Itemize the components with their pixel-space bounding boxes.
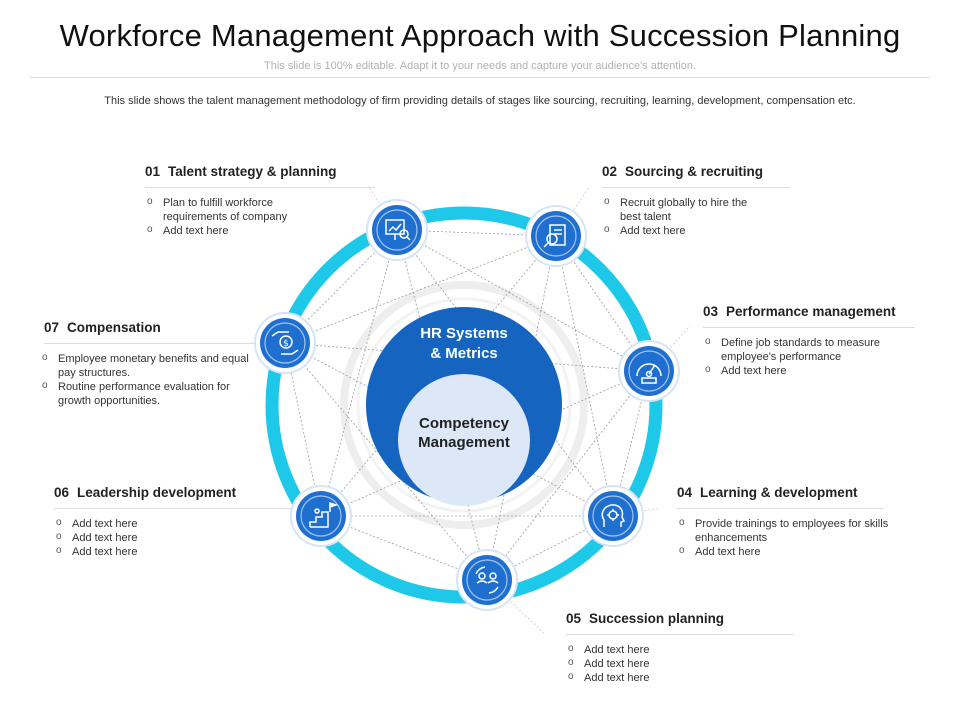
stage-06-bullet: Add text here [54, 544, 292, 559]
faint-ring-outer [340, 281, 588, 529]
stage-04-heading: 04 Learning & development [677, 485, 883, 509]
head-gear-icon [601, 504, 626, 527]
stage-01-bullet: Add text here [145, 223, 375, 238]
competency-label-2: Management [418, 434, 510, 451]
stage-04-title: Learning & development [700, 485, 858, 500]
stage-07-bullet: Employee monetary benefits and equal pay… [40, 351, 253, 380]
growth-stairs-icon [309, 501, 339, 528]
stage-05-bullet: Add text here [566, 670, 794, 685]
speedometer-icon [636, 363, 662, 384]
connection-line [284, 342, 650, 372]
stage-07-title: Compensation [67, 320, 161, 335]
stage-04-bullet: Add text here [677, 544, 883, 559]
stage-04-bullets: Provide trainings to employees for skill… [677, 516, 888, 559]
connection-line [320, 229, 398, 517]
svg-text:$: $ [283, 339, 289, 349]
stage-node-06 [290, 485, 352, 547]
stage-node-05 [456, 549, 518, 611]
stage-03-number: 03 [703, 304, 719, 319]
slide-subtitle: This slide is 100% editable. Adapt it to… [264, 60, 696, 72]
competency-circle [398, 374, 530, 506]
stage-07-number: 07 [44, 320, 60, 335]
slide-title: Workforce Management Approach with Succe… [59, 18, 901, 53]
stage-02-bullets: Recruit globally to hire the best talent… [602, 195, 790, 238]
stage-02-number: 02 [602, 164, 618, 179]
stage-05-bullet: Add text here [566, 656, 794, 671]
stage-02-block: 02 Sourcing & recruiting Recruit globally… [602, 164, 790, 238]
stage-07-bullets: Employee monetary benefits and equal pay… [42, 351, 256, 408]
stage-01-title: Talent strategy & planning [168, 164, 337, 179]
stage-06-heading: 06 Leadership development [54, 485, 292, 509]
stage-06-bullet: Add text here [54, 530, 292, 545]
slide-description: This slide shows the talent management m… [104, 95, 856, 107]
stage-01-heading: 01 Talent strategy & planning [145, 164, 375, 188]
stage-01-bullets: Plan to fulfill workforce requirements o… [145, 195, 375, 238]
connection-line [486, 370, 650, 581]
stage-03-heading: 03 Performance management [703, 304, 915, 328]
stage-06-block: 06 Leadership development Add text here A… [54, 485, 292, 559]
stage-03-block: 03 Performance management Define job stan… [703, 304, 915, 378]
stage-07-bullet: Routine performance evaluation for growt… [40, 379, 263, 408]
stage-03-bullet: Add text here [703, 363, 915, 378]
faint-ring-inner [356, 297, 572, 513]
stage-03-bullets: Define job standards to measure employee… [703, 335, 916, 378]
stage-01-bullet: Plan to fulfill workforce requirements o… [145, 195, 303, 224]
connection-line [486, 235, 557, 581]
stage-07-block: 07 Compensation Employee monetary benefit… [42, 320, 256, 408]
stage-node-07: $ [254, 312, 316, 374]
stage-06-bullet: Add text here [54, 516, 292, 531]
stage-05-bullets: Add text here Add text here Add text her… [566, 642, 794, 685]
stage-05-heading: 05 Succession planning [566, 611, 794, 635]
stage-04-block: 04 Learning & development Provide trainin… [677, 485, 888, 559]
people-exchange-icon [475, 566, 499, 594]
stage-06-title: Leadership development [77, 485, 237, 500]
stage-node-04 [582, 485, 644, 547]
title-divider [30, 77, 930, 78]
stage-05-title: Succession planning [589, 611, 725, 626]
stage-03-title: Performance management [726, 304, 896, 319]
competency-label-1: Competency [419, 415, 510, 432]
stage-02-title: Sourcing & recruiting [625, 164, 764, 179]
stage-02-bullet: Add text here [602, 223, 790, 238]
stage-06-bullets: Add text here Add text here Add text her… [54, 516, 292, 559]
stage-04-number: 04 [677, 485, 693, 500]
stage-01-block: 01 Talent strategy & planning Plan to ful… [145, 164, 375, 238]
hr-systems-label-2: & Metrics [430, 345, 498, 362]
connection-line [396, 229, 650, 372]
stage-05-number: 05 [566, 611, 582, 626]
connection-line [320, 235, 557, 517]
stage-node-03 [618, 340, 680, 402]
stage-05-block: 05 Succession planning Add text here Add … [566, 611, 794, 685]
presentation-chart-icon [385, 219, 411, 241]
stage-02-heading: 02 Sourcing & recruiting [602, 164, 790, 188]
hr-systems-label-1: HR Systems [420, 325, 508, 342]
stage-02-bullet: Recruit globally to hire the best talent [602, 195, 770, 224]
stage-06-number: 06 [54, 485, 70, 500]
stage-05-bullet: Add text here [566, 642, 794, 657]
stage-node-02 [525, 205, 587, 267]
stage-03-bullet: Define job standards to measure employee… [703, 335, 916, 364]
stage-node-01 [366, 199, 428, 261]
connection-line [284, 235, 557, 344]
resume-search-icon [543, 224, 566, 248]
stage-04-bullet: Provide trainings to employees for skill… [677, 516, 895, 545]
stage-01-number: 01 [145, 164, 161, 179]
money-hand-icon: $ [271, 331, 299, 355]
stage-07-heading: 07 Compensation [44, 320, 256, 344]
